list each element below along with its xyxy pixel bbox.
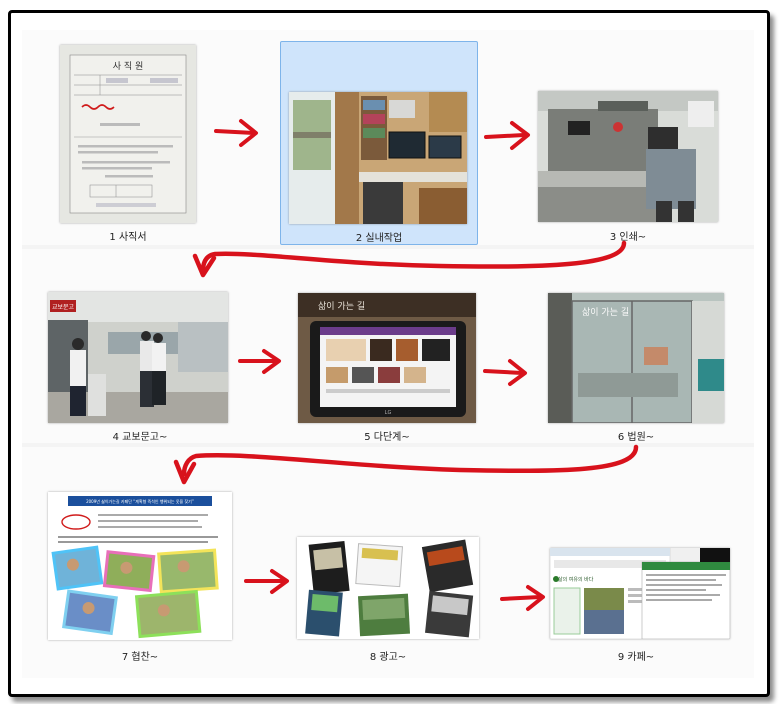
- caption: 1 사직서: [109, 232, 147, 243]
- caption: 3 인쇄~: [609, 232, 647, 243]
- gallery-item-court[interactable]: 삶이 가는 길 6 법원~: [540, 285, 732, 443]
- caption: 8 광고~: [369, 652, 407, 663]
- gallery-item-bookstore[interactable]: 교보문고 4 교보문고~: [40, 285, 240, 443]
- glass-text: 삶이 가는 길: [318, 301, 365, 312]
- cafe-title: 삶의 여유의 바다: [558, 576, 594, 583]
- caption: 9 카페~: [617, 652, 655, 663]
- tablet-brand: LG: [385, 410, 392, 416]
- row-divider: [22, 443, 754, 447]
- gallery-item-sponsorship[interactable]: 2009년 삶이가는길 카페단 “계획형 즉석인 행위되는 옷을 찾기” 7 협…: [40, 487, 240, 665]
- thumbnail-court-entrance: 삶이 가는 길: [548, 293, 724, 423]
- thumbnail-office-interior: [289, 92, 467, 224]
- gallery-item-multilevel[interactable]: 삶이 가는 길 LG 5 다단계~: [285, 285, 485, 443]
- gallery-item-printing[interactable]: 3 인쇄~: [530, 40, 730, 245]
- sponsor-banner: 2009년 삶이가는길 카페단 “계획형 즉석인 행위되는 옷을 찾기”: [86, 498, 194, 504]
- gallery-item-indoor-work[interactable]: 2 실내작업: [280, 41, 478, 245]
- gallery-item-advertising[interactable]: 8 광고~: [290, 487, 490, 665]
- caption: 7 협찬~: [121, 652, 159, 663]
- caption: 4 교보문고~: [112, 432, 168, 443]
- thumbnail-bookstore: 교보문고: [48, 292, 228, 423]
- thumbnail-resignation-letter: 사 직 원: [60, 45, 196, 223]
- resignation-title: 사 직 원: [113, 61, 144, 72]
- caption: 6 법원~: [617, 432, 655, 443]
- gallery-item-cafe[interactable]: 삶의 여유의 바다 9 카페~: [540, 487, 732, 665]
- thumbnail-printing-machine: [538, 91, 718, 222]
- bookstore-logo: 교보문고: [52, 304, 75, 311]
- thumbnail-sponsorship-doc: 2009년 삶이가는길 카페단 “계획형 즉석인 행위되는 옷을 찾기”: [48, 492, 232, 640]
- gallery-item-resignation[interactable]: 사 직 원 1 사직서: [50, 40, 210, 245]
- caption: 5 다단계~: [364, 432, 410, 443]
- thumbnail-tablet-shopping: 삶이 가는 길 LG: [298, 293, 476, 423]
- thumbnail-ad-collage: [297, 537, 479, 639]
- thumbnail-cafe-screenshot: 삶의 여유의 바다: [550, 548, 730, 639]
- row-divider: [22, 245, 754, 249]
- glass-text: 삶이 가는 길: [582, 307, 629, 318]
- caption: 2 실내작업: [355, 233, 403, 244]
